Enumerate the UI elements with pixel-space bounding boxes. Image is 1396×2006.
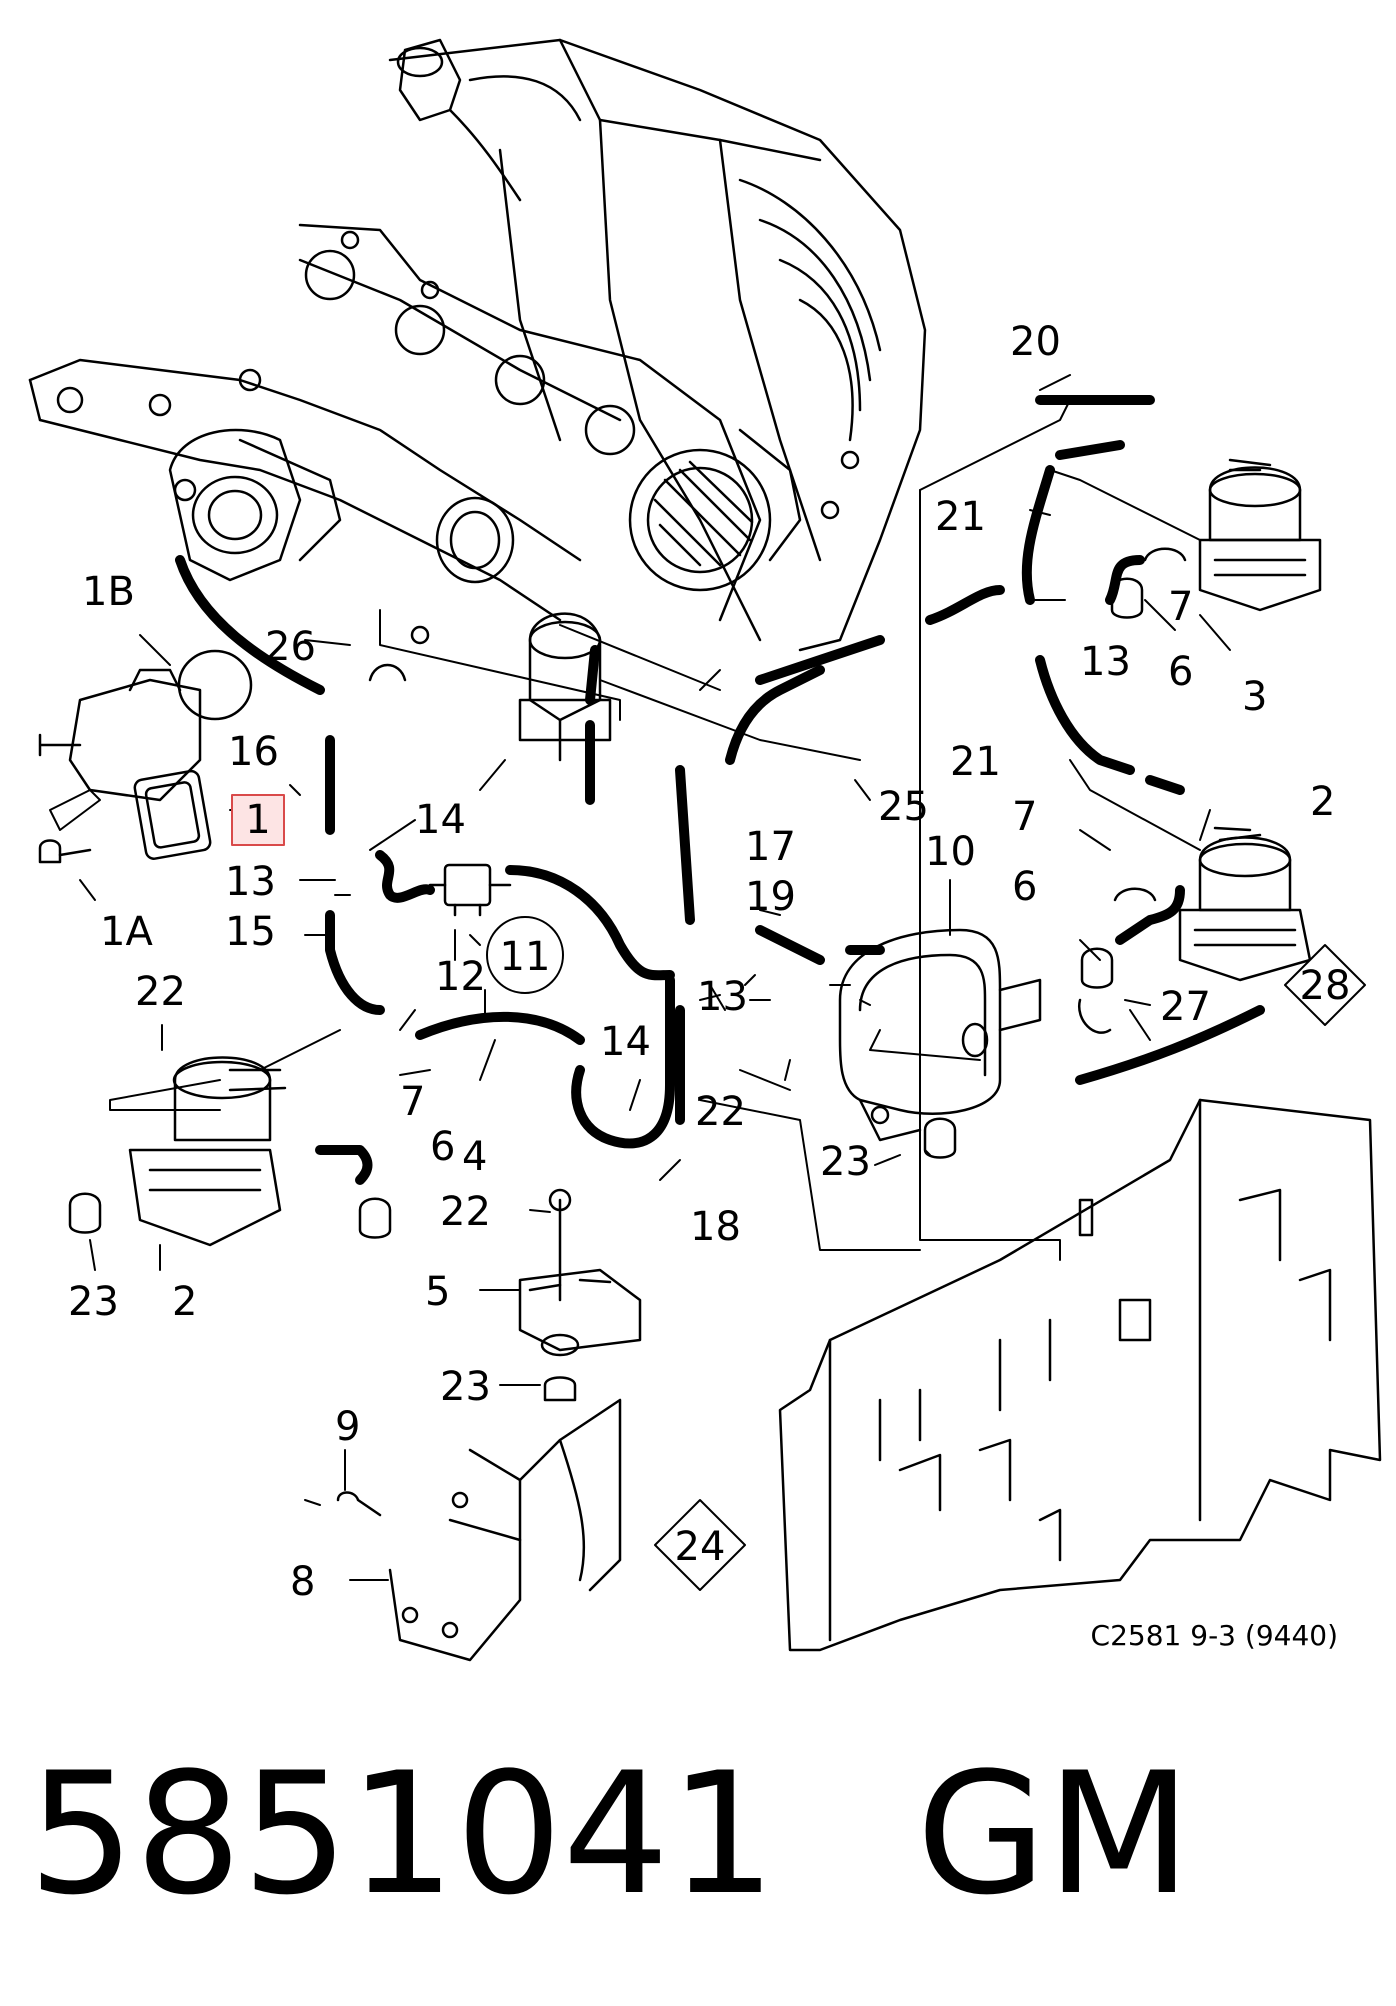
callout-5: 5 <box>425 1269 450 1315</box>
callout-3: 3 <box>1242 674 1267 720</box>
callout-2-left: 2 <box>172 1279 197 1325</box>
pressure-sensor-5 <box>518 1188 642 1402</box>
callout-13-left: 13 <box>225 859 276 905</box>
callout-22-left: 22 <box>135 969 186 1015</box>
callout-13-middle: 13 <box>697 974 748 1020</box>
callout-21-top: 21 <box>935 494 986 540</box>
callout-20: 20 <box>1010 319 1061 365</box>
callout-15: 15 <box>225 909 276 955</box>
callout-7-top: 7 <box>1168 584 1193 630</box>
callout-8: 8 <box>290 1559 315 1605</box>
callout-27: 27 <box>1160 984 1211 1030</box>
callout-12: 12 <box>435 954 486 1000</box>
callout-24: 24 <box>675 1524 726 1570</box>
vacuum-reservoir-10 <box>838 928 1042 1142</box>
callout-4: 4 <box>462 1134 487 1180</box>
callout-1A: 1A <box>100 909 153 955</box>
panel-24 <box>778 1098 1382 1652</box>
callout-19: 19 <box>745 874 796 920</box>
callout-22-bottom: 22 <box>440 1189 491 1235</box>
engine-assembly-drawing <box>28 38 927 762</box>
throttle-actuator-part <box>38 649 253 864</box>
vacuum-hoses <box>175 395 1265 1185</box>
solenoid-valve-2-left <box>128 1056 287 1247</box>
callout-23-left: 23 <box>68 1279 119 1325</box>
callout-25: 25 <box>878 784 929 830</box>
callout-17: 17 <box>745 824 796 870</box>
brand-name: GM <box>916 1736 1192 1932</box>
callout-arrows <box>79 374 1231 1581</box>
leader-lines <box>49 399 1201 1261</box>
callout-10: 10 <box>925 829 976 875</box>
callout-18: 18 <box>690 1204 741 1250</box>
callout-11: 11 <box>500 934 551 980</box>
callout-9: 9 <box>335 1404 360 1450</box>
callout-28-diamond <box>1284 944 1366 1026</box>
callout-2-right: 2 <box>1310 779 1335 825</box>
callout-16: 16 <box>228 729 279 775</box>
callout-14-bottom: 14 <box>600 1019 651 1065</box>
callout-7-middle: 7 <box>1012 794 1037 840</box>
callout-7-left: 7 <box>400 1079 425 1125</box>
callout-23-bottom: 23 <box>440 1364 491 1410</box>
callout-11-circle <box>486 916 564 994</box>
callout-22-middle: 22 <box>695 1089 746 1135</box>
callout-28: 28 <box>1300 963 1351 1009</box>
callout-1: 1 <box>245 797 270 843</box>
callout-24-diamond <box>654 1499 746 1591</box>
drawing-code: C2581 9-3 (9440) <box>1091 1619 1338 1652</box>
callout-1B: 1B <box>82 569 135 615</box>
callout-labels: 1 1B 1A 16 13 15 26 14 12 11 14 17 19 13… <box>68 319 1366 1652</box>
exploded-parts-diagram: 1 1B 1A 16 13 15 26 14 12 11 14 17 19 13… <box>28 38 1382 1662</box>
highlight-box-callout-1 <box>231 794 285 846</box>
solenoid-valve-2-right <box>1178 826 1312 982</box>
callout-13-right: 13 <box>1080 639 1131 685</box>
callout-26: 26 <box>265 624 316 670</box>
part-number: 5851041 <box>28 1736 777 1932</box>
callout-6-middle: 6 <box>1012 864 1037 910</box>
callout-23-middle: 23 <box>820 1139 871 1185</box>
solenoid-valve-3 <box>1198 458 1322 612</box>
check-valve-12 <box>428 863 512 917</box>
callout-14-top: 14 <box>415 797 466 843</box>
bracket-8 <box>336 1398 622 1662</box>
callout-21-bottom: 21 <box>950 739 1001 785</box>
callout-6-top: 6 <box>1168 649 1193 695</box>
callout-6-left: 6 <box>430 1124 455 1170</box>
